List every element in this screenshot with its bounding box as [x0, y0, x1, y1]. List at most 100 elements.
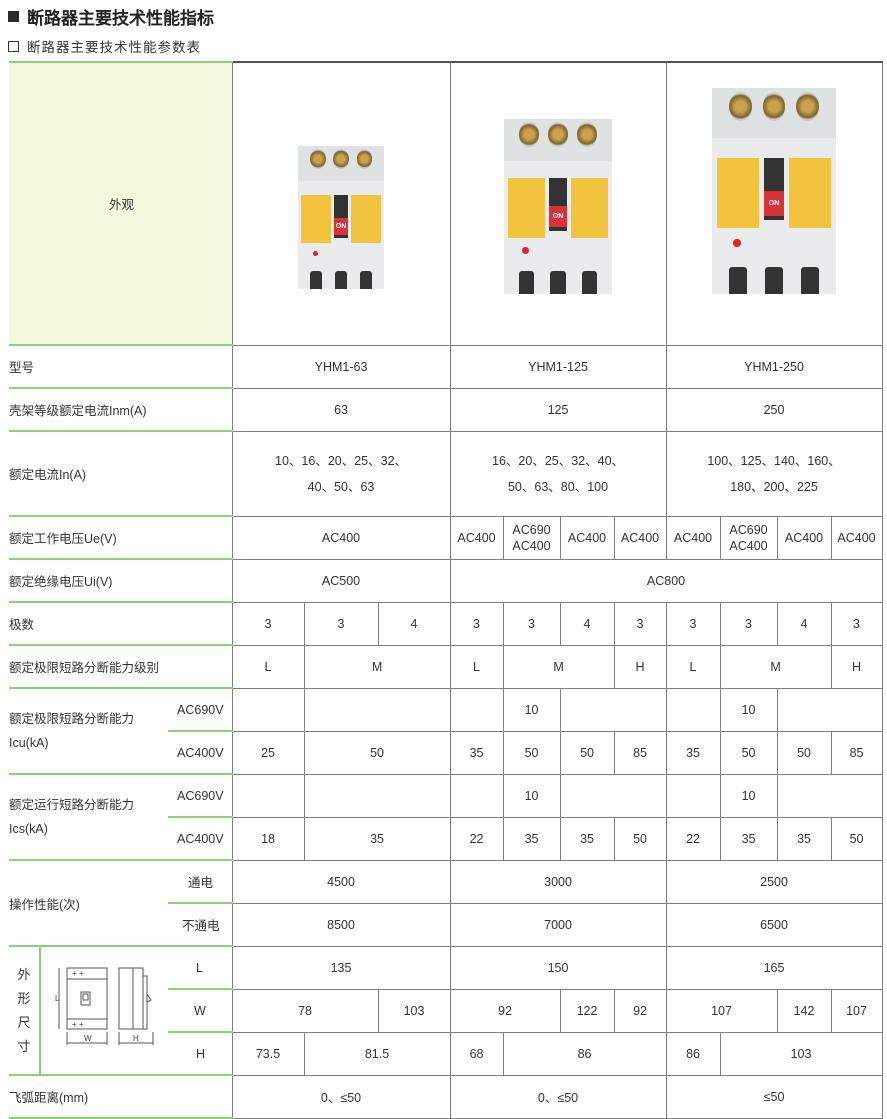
cell-line: 180、200、225 [730, 479, 818, 494]
ui-row: 额定绝缘电压Ui(V) AC500 AC800 [9, 558, 883, 603]
cell: 35 [776, 816, 832, 861]
cell: 25 [231, 730, 305, 775]
cell-line: AC400 [512, 538, 551, 553]
cell [776, 773, 883, 818]
cell: 3 [665, 601, 721, 646]
cell: 35 [719, 816, 778, 861]
operation-powered-row: 操作性能(次) 通电 4500 3000 2500 [9, 859, 883, 947]
cell: AC400 [830, 515, 883, 560]
cell: 3000 [449, 859, 667, 904]
diagram-label-w: W [84, 1034, 92, 1043]
cell: 81.5 [303, 1031, 451, 1076]
cell: 4 [377, 601, 451, 646]
model-row: 型号 YHM1-63 YHM1-125 YHM1-250 [9, 344, 883, 389]
cell: M [719, 644, 832, 689]
row-label: 额定电流In(A) [9, 431, 233, 517]
row-label: 额定工作电压Ue(V) [9, 516, 233, 560]
cell: 3 [613, 601, 667, 646]
cell: 6500 [665, 902, 883, 947]
dimension-l-row: 外 形 尺 寸 [9, 945, 883, 1076]
cell [665, 773, 721, 818]
section-title: 断路器主要技术性能指标 [8, 4, 214, 29]
cell: 92 [613, 988, 667, 1033]
breaker-photo: ON [298, 146, 385, 290]
breaker-photo: ON [504, 118, 613, 294]
cell: 85 [830, 730, 883, 775]
cell: AC500 [231, 558, 451, 603]
cell-line: AC690 [729, 522, 768, 537]
cell: 85 [613, 730, 667, 775]
cell: 50 [830, 816, 883, 861]
cell [303, 687, 451, 732]
cell-line: 10、16、20、25、32、 [275, 453, 408, 468]
cell: 92 [449, 988, 561, 1033]
breaker-photo: ON [712, 88, 837, 295]
sub-label: AC400V [168, 731, 233, 775]
cell: 50 [502, 730, 561, 775]
row-label: 型号 [9, 345, 233, 389]
cell-line: 50、63、80、100 [507, 479, 609, 494]
label-char: 寸 [17, 1038, 31, 1054]
poles-row: 极数 3 3 4 3 3 4 3 3 3 4 3 [9, 601, 883, 646]
cell: 86 [502, 1031, 667, 1076]
row-label: 壳架等级额定电流Inm(A) [9, 388, 233, 432]
product-image-yhm1-63: ON [231, 61, 451, 346]
dimension-diagram: + ++ + L W H [40, 946, 168, 1076]
cell: 3 [502, 601, 561, 646]
on-label: ON [549, 206, 567, 228]
cell: AC400 [231, 515, 451, 560]
cell [559, 773, 667, 818]
cell-line: 16、20、25、32、40、 [492, 453, 625, 468]
svg-text:+ +: + + [72, 1020, 84, 1029]
label-char: 形 [17, 990, 31, 1006]
cell: 3 [449, 601, 504, 646]
cell: 165 [665, 945, 883, 990]
cell: L [231, 644, 305, 689]
sub-label: AC690V [168, 688, 233, 732]
cell: 103 [377, 988, 451, 1033]
label-char: 外 [17, 966, 31, 982]
filled-square-icon [8, 11, 19, 22]
cell: AC400 [449, 515, 504, 560]
cell: 4500 [231, 859, 451, 904]
label-line: Icu(kA) [9, 736, 49, 750]
cell: 2500 [665, 859, 883, 904]
cell: 73.5 [231, 1031, 305, 1076]
on-label: ON [764, 191, 784, 216]
cell-line: AC690 [512, 522, 551, 537]
table-caption: 断路器主要技术性能参数表 [8, 36, 201, 56]
sub-label: 不通电 [168, 903, 233, 947]
cell: 22 [449, 816, 504, 861]
cell: 100、125、140、160、 180、200、225 [665, 430, 883, 517]
cell: 103 [719, 1031, 883, 1076]
label-char: 尺 [17, 1014, 31, 1030]
cell [231, 773, 305, 818]
cell: 3 [303, 601, 379, 646]
cell: 10 [502, 773, 561, 818]
cell: 35 [502, 816, 561, 861]
cell: AC400 [559, 515, 615, 560]
cell: 22 [665, 816, 721, 861]
cell: 35 [449, 730, 504, 775]
cell: AC400 [613, 515, 667, 560]
cell-line: 100、125、140、160、 [707, 453, 841, 468]
cell [449, 773, 504, 818]
cell: 35 [559, 816, 615, 861]
cell: 135 [231, 945, 451, 990]
row-label: 外观 [9, 61, 233, 346]
cell: 86 [665, 1031, 721, 1076]
cell: YHM1-125 [449, 344, 667, 389]
cell [559, 687, 667, 732]
section-title-text: 断路器主要技术性能指标 [27, 9, 214, 28]
cell: L [665, 644, 721, 689]
cell: 0、≤50 [231, 1074, 451, 1119]
sub-label: AC690V [168, 774, 233, 818]
cell: H [830, 644, 883, 689]
arc-distance-row: 飞弧距离(mm) 0、≤50 0、≤50 ≤50 [9, 1074, 883, 1119]
table-caption-text: 断路器主要技术性能参数表 [27, 40, 201, 55]
cell: YHM1-250 [665, 344, 883, 389]
cell: 10 [502, 687, 561, 732]
